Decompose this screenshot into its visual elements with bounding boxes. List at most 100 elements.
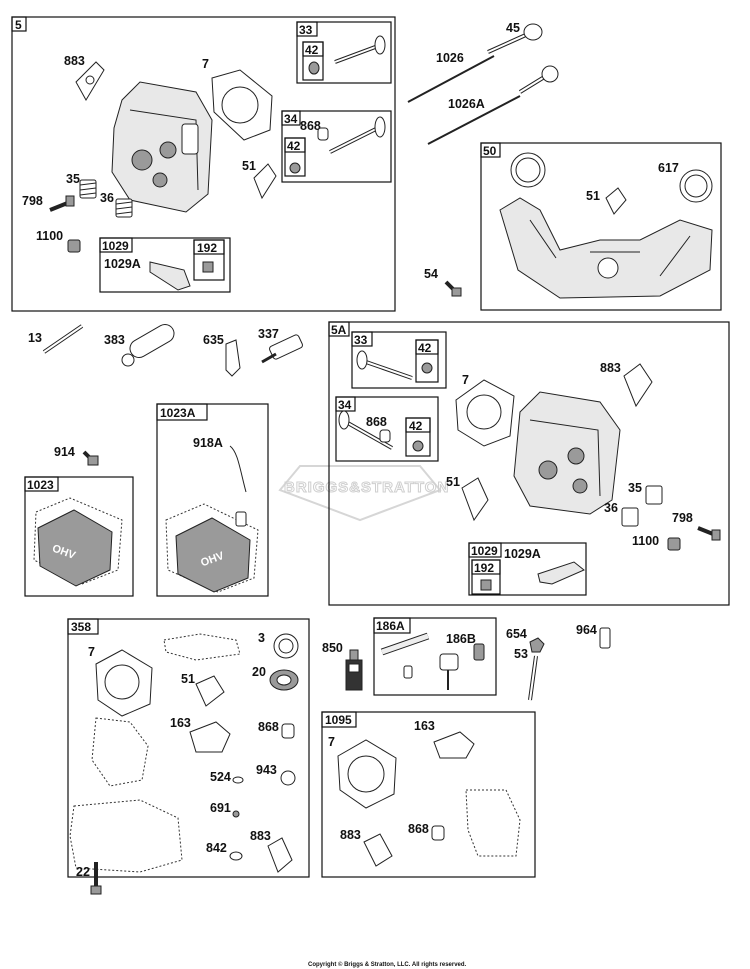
watermark-text: BRIGGS&STRATTON xyxy=(284,479,449,496)
group-34-tag: 34 xyxy=(284,112,298,126)
label-524: 524 xyxy=(210,770,231,784)
group-1029-box xyxy=(99,237,231,293)
watermark-logo: BRIGGS&STRATTON xyxy=(278,465,449,522)
clamp-image xyxy=(403,665,413,679)
fuel-hose-image xyxy=(380,632,430,656)
exhaust-gasket-image xyxy=(363,833,393,867)
exhaust-gasket-image xyxy=(267,837,293,873)
group-192-tag: 192 xyxy=(197,241,217,255)
group-42d-tag: 42 xyxy=(409,419,423,433)
label-35: 35 xyxy=(66,172,80,186)
bolt-image xyxy=(444,280,462,297)
label-7c: 7 xyxy=(88,645,95,659)
pushrod-short-image xyxy=(427,95,521,145)
label-1100b: 1100 xyxy=(632,534,659,548)
nut-image xyxy=(529,637,545,653)
label-654: 654 xyxy=(506,627,527,641)
label-35b: 35 xyxy=(628,481,642,495)
group-34b-tag: 34 xyxy=(338,398,352,412)
label-337: 337 xyxy=(258,327,279,341)
label-13: 13 xyxy=(28,331,42,345)
label-186B: 186B xyxy=(446,632,476,646)
group-5A-box xyxy=(328,321,730,606)
gasket-image xyxy=(189,721,231,753)
head-gasket-image xyxy=(211,69,273,141)
breather-tube-image xyxy=(121,324,175,367)
intake-valve-image xyxy=(356,350,433,380)
intake-gasket-image xyxy=(195,675,225,707)
group-1029b-tag: 1029 xyxy=(471,544,498,558)
intake-manifold-image xyxy=(499,197,713,299)
exhaust-valve-image xyxy=(338,410,424,452)
label-7b: 7 xyxy=(462,373,469,387)
label-1029A: 1029A xyxy=(104,257,141,271)
valve-cover-image: OHV xyxy=(33,497,123,587)
rocker-image xyxy=(149,261,191,291)
intake-gasket-image xyxy=(253,163,277,200)
label-51b: 51 xyxy=(586,189,600,203)
stud-long-image xyxy=(528,655,538,701)
label-54: 54 xyxy=(424,267,438,281)
label-51c: 51 xyxy=(446,475,460,489)
label-53: 53 xyxy=(514,647,528,661)
spark-plug-image xyxy=(261,334,303,364)
stud-image xyxy=(667,537,681,551)
screw-image xyxy=(697,526,721,541)
group-42c-tag: 42 xyxy=(418,341,432,355)
label-51d: 51 xyxy=(181,672,195,686)
group-5-tag: 5 xyxy=(15,18,22,32)
group-33-tag: 33 xyxy=(299,23,313,37)
spring-image xyxy=(115,198,133,218)
gasket-image xyxy=(433,731,475,759)
group-186A-tag: 186A xyxy=(376,619,405,633)
valve-cover-image: OHV xyxy=(165,503,259,593)
group-50-tag: 50 xyxy=(483,144,497,158)
group-192b-tag: 192 xyxy=(474,561,494,575)
group-33b-tag: 33 xyxy=(354,333,368,347)
pin-image xyxy=(599,627,611,649)
label-163b: 163 xyxy=(414,719,435,733)
label-383: 383 xyxy=(104,333,125,347)
label-1026A: 1026A xyxy=(448,97,485,111)
group-1023A-tag: 1023A xyxy=(160,406,196,420)
label-883d: 883 xyxy=(340,828,361,842)
group-33-box xyxy=(296,21,392,84)
group-42-tag: 42 xyxy=(305,43,319,57)
label-1026: 1026 xyxy=(436,51,464,65)
exhaust-gasket-image xyxy=(623,363,653,408)
label-163a: 163 xyxy=(170,716,191,730)
label-964: 964 xyxy=(576,623,597,637)
bolt-image xyxy=(90,862,102,895)
group-5-tag-box xyxy=(11,16,27,32)
screw-image xyxy=(49,195,75,212)
label-7d: 7 xyxy=(328,735,335,749)
group-5-box xyxy=(11,16,396,312)
fitting-image xyxy=(439,643,485,690)
label-850: 850 xyxy=(322,641,343,655)
group-1095-box xyxy=(321,711,536,878)
label-36: 36 xyxy=(100,191,114,205)
group-1023A-box xyxy=(156,403,269,597)
label-51: 51 xyxy=(242,159,256,173)
label-20: 20 xyxy=(252,665,266,679)
label-3: 3 xyxy=(258,631,265,645)
o-ring-image xyxy=(229,851,243,861)
group-34b-box xyxy=(335,396,439,462)
label-868b: 868 xyxy=(366,415,387,429)
hose-image xyxy=(229,445,247,493)
exhaust-gasket-image xyxy=(75,61,105,101)
group-33b-box xyxy=(351,331,447,389)
group-1029-tag: 1029 xyxy=(102,239,129,253)
pushrod-image xyxy=(487,23,543,54)
head-gasket-image xyxy=(337,739,397,809)
label-868: 868 xyxy=(300,119,321,133)
tappet-image xyxy=(518,65,559,94)
label-798: 798 xyxy=(22,194,43,208)
washer-image xyxy=(273,633,299,659)
head-gasket-image xyxy=(95,649,153,717)
label-943: 943 xyxy=(256,763,277,777)
gasket-image xyxy=(465,789,521,857)
group-358-tag: 358 xyxy=(71,620,91,634)
cylinder-head-image xyxy=(513,391,621,515)
